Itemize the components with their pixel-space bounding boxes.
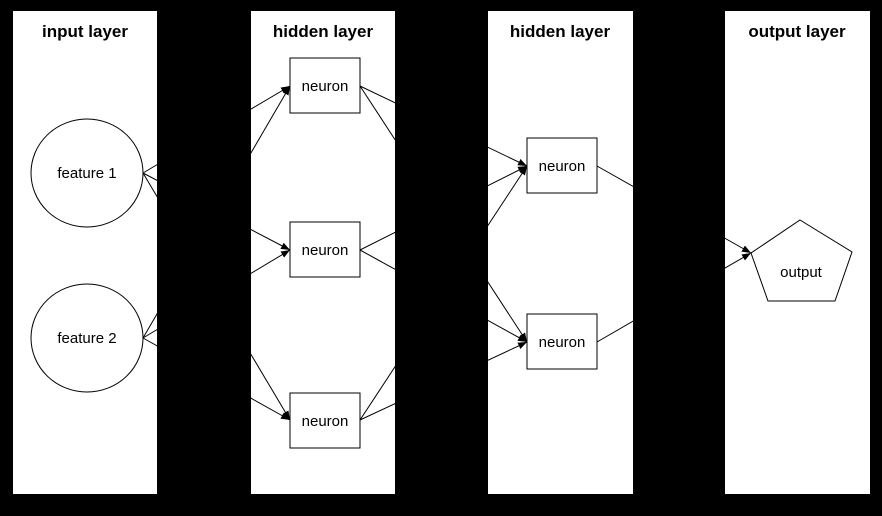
label-h1n1: neuron — [302, 78, 349, 95]
edge-feature2-h1n2 — [142, 249, 291, 339]
node-h1n3-box — [289, 392, 361, 449]
edge-h1n3-h2n2 — [359, 341, 528, 421]
node-feature2-circle — [30, 283, 144, 393]
edges-group — [142, 85, 752, 421]
node-feature1-circle — [30, 118, 144, 228]
edge-h1n1-h2n1 — [359, 85, 528, 167]
label-feature2: feature 2 — [57, 330, 116, 347]
edge-h2n1-output — [596, 165, 752, 254]
layer-title-output: output layer — [748, 22, 846, 41]
node-h2n1-box — [526, 137, 598, 194]
layer-title-hidden-1: hidden layer — [273, 22, 374, 41]
label-h2n1: neuron — [539, 158, 586, 175]
edge-feature1-h1n1 — [142, 85, 291, 174]
node-h1n1-box — [289, 57, 361, 114]
label-output: output — [780, 264, 823, 281]
node-h1n2-box — [289, 221, 361, 278]
edge-h2n2-output — [596, 252, 752, 343]
edge-feature2-h1n3 — [142, 337, 291, 421]
layer-title-hidden-2: hidden layer — [510, 22, 611, 41]
edge-feature2-h1n1 — [142, 85, 291, 339]
layer-title-input: input layer — [42, 22, 128, 41]
label-feature1: feature 1 — [57, 165, 116, 182]
panel-input-layer — [13, 11, 157, 494]
label-h1n2: neuron — [302, 242, 349, 259]
node-h2n2-box — [526, 313, 598, 370]
label-h1n3: neuron — [302, 413, 349, 430]
node-output-pentagon — [750, 219, 853, 302]
label-h2n2: neuron — [539, 334, 586, 351]
edge-h1n1-h2n2 — [359, 85, 528, 343]
edge-h1n2-h2n1 — [359, 165, 528, 251]
panel-hidden-layer-2 — [488, 11, 633, 494]
edge-feature1-h1n3 — [142, 172, 291, 421]
edge-h1n2-h2n2 — [359, 249, 528, 343]
edge-h1n3-h2n1 — [359, 165, 528, 421]
